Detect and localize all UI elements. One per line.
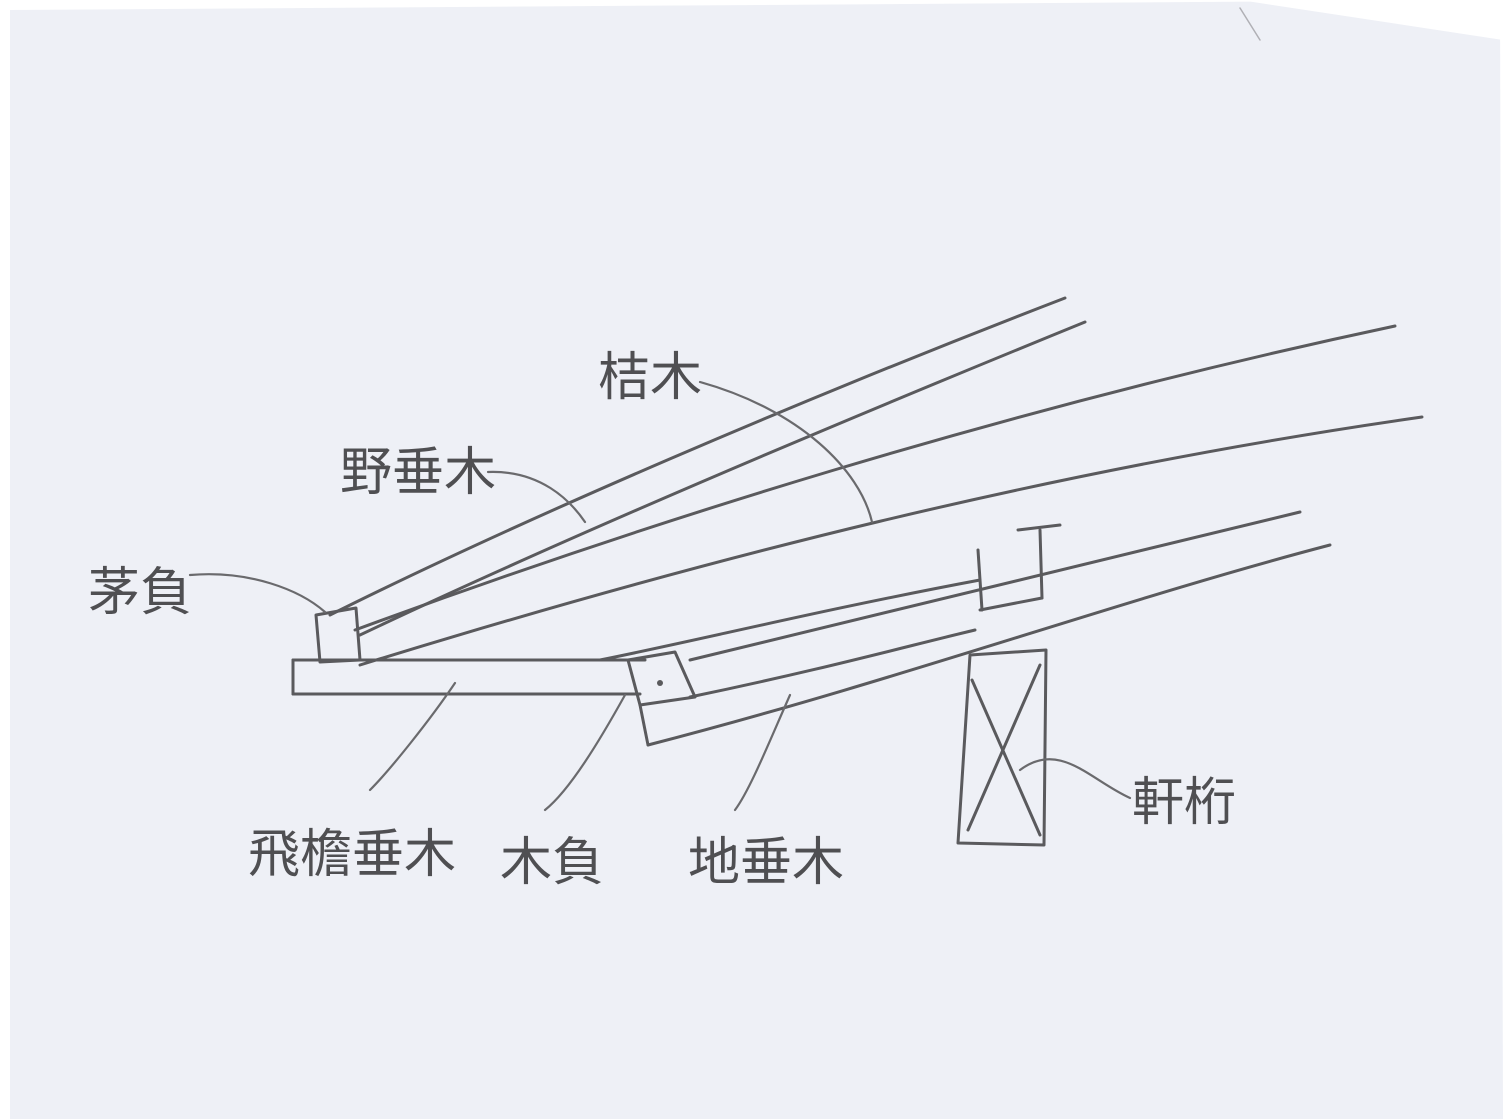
- label-kioi: 木負: [500, 833, 604, 893]
- hiendaruki-rafter: [291, 578, 982, 696]
- nodaruki-rafter: [328, 296, 1087, 637]
- label-kayaoi: 茅負: [88, 563, 192, 623]
- paper-background: [10, 0, 1503, 1119]
- label-nodaruki: 野垂木: [340, 443, 496, 503]
- label-taruki: 桔木: [598, 348, 702, 408]
- nokigeta-beam: [956, 648, 1048, 847]
- label-hiendaruki: 飛檐垂木: [248, 825, 456, 885]
- leader-lines: [188, 380, 1132, 812]
- label-nokigeta: 軒桁: [1132, 773, 1236, 833]
- taruki-beam: [353, 324, 1424, 667]
- label-jidaruki: 地垂木: [688, 833, 844, 893]
- table-edge: [1240, 0, 1503, 40]
- support-strut: [976, 523, 1062, 612]
- jidaruki-rafter: [638, 510, 1332, 747]
